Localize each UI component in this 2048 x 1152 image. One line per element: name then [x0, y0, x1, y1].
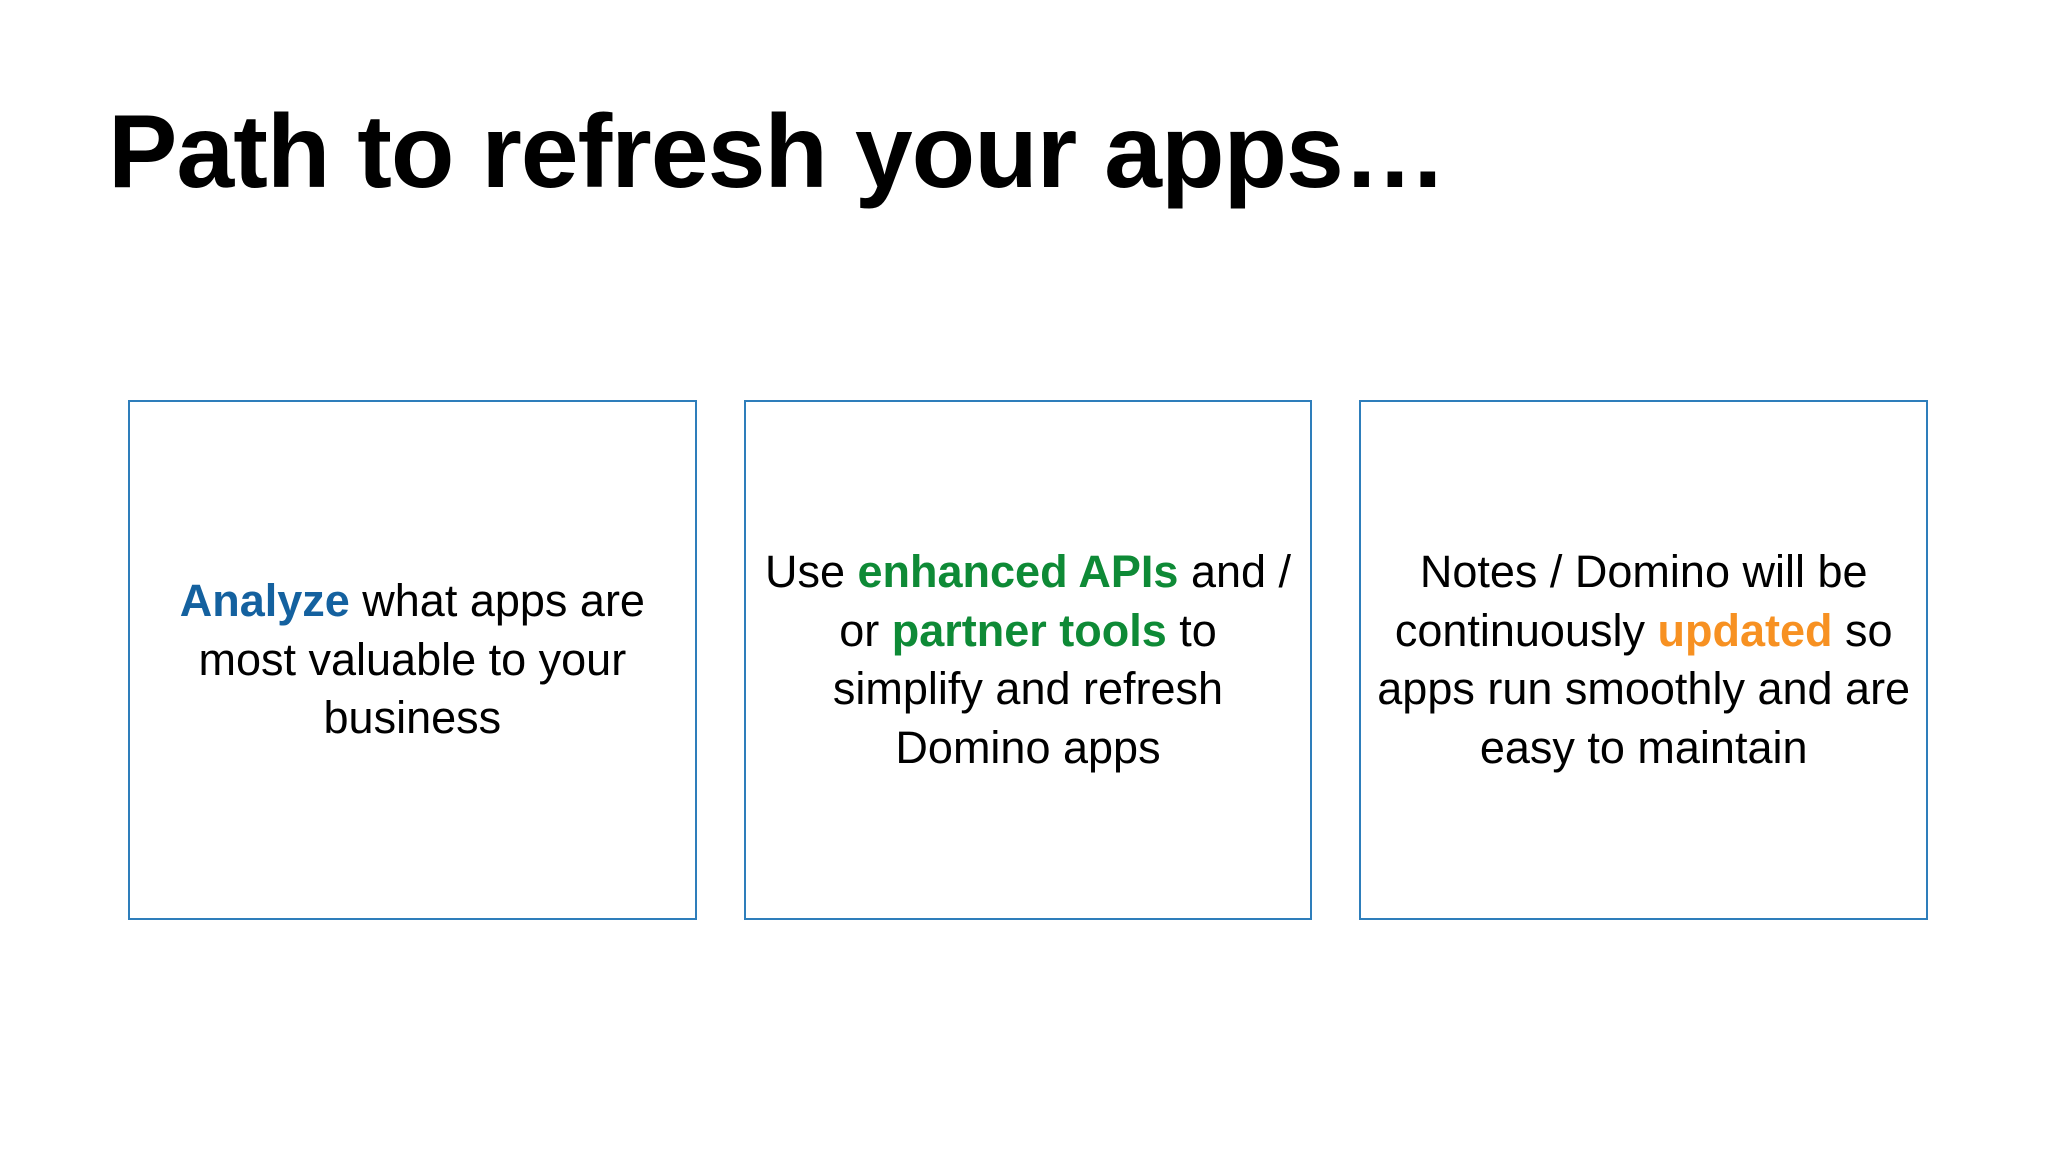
page-title: Path to refresh your apps…: [108, 94, 1447, 210]
card-analyze[interactable]: Analyze what apps are most valuable to y…: [128, 400, 697, 920]
card-updated[interactable]: Notes / Domino will be continuously upda…: [1359, 400, 1929, 920]
card-enhanced-apis-highlight-2: partner tools: [891, 604, 1167, 656]
card-analyze-text: Analyze what apps are most valuable to y…: [144, 572, 681, 749]
card-enhanced-apis-lead: Use: [764, 546, 858, 597]
card-enhanced-apis-middle: and / or: [839, 546, 1292, 656]
card-enhanced-apis-body: to simplify and refresh Domino apps: [832, 604, 1224, 773]
card-updated-highlight: updated: [1657, 604, 1833, 656]
card-row: Analyze what apps are most valuable to y…: [128, 400, 1929, 920]
card-enhanced-apis-highlight: enhanced APIs: [857, 546, 1179, 597]
card-updated-lead: Notes / Domino will be continuously: [1394, 546, 1868, 656]
card-analyze-body: what apps are most valuable to your busi…: [198, 574, 645, 744]
card-enhanced-apis-text: Use enhanced APIs and / or partner tools…: [760, 543, 1297, 777]
card-enhanced-apis[interactable]: Use enhanced APIs and / or partner tools…: [743, 400, 1313, 920]
card-analyze-highlight: Analyze: [179, 574, 350, 626]
card-updated-body: so apps run smoothly and are easy to mai…: [1377, 604, 1911, 773]
card-updated-text: Notes / Domino will be continuously upda…: [1375, 543, 1912, 777]
